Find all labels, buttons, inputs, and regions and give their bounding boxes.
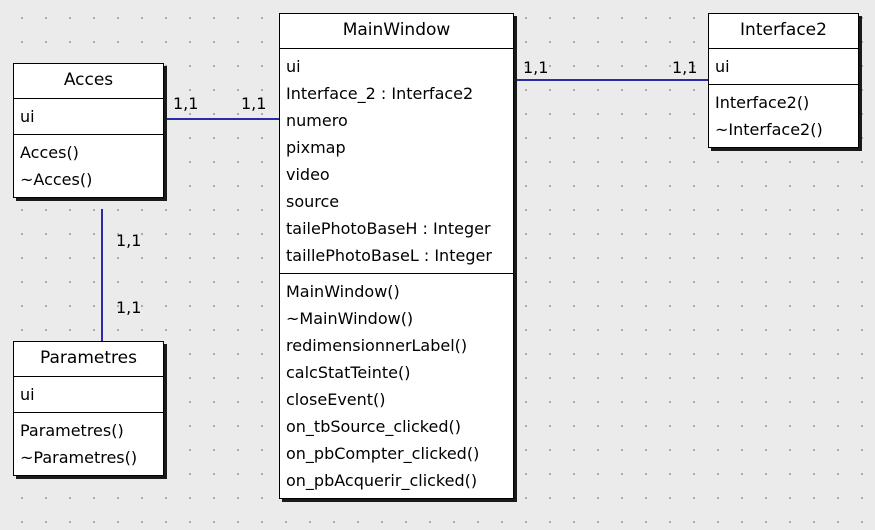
class-mainwindow-name: MainWindow — [280, 14, 513, 49]
class-interface2-attributes: ui — [709, 49, 858, 84]
class-acces-name: Acces — [14, 64, 163, 99]
multiplicity-mainwindow-interface2-near-interface2: 1,1 — [672, 58, 698, 77]
class-mainwindow[interactable]: MainWindow ui Interface_2 : Interface2 n… — [279, 13, 514, 499]
multiplicity-acces-mainwindow-near-mainwindow: 1,1 — [241, 94, 267, 113]
attribute: source — [286, 192, 340, 211]
class-parametres[interactable]: Parametres ui Parametres() ~Parametres() — [13, 341, 164, 476]
attribute: ui — [286, 57, 301, 76]
method: Interface2() — [715, 93, 810, 112]
attribute: Interface_2 : Interface2 — [286, 84, 474, 103]
multiplicity-mainwindow-interface2-near-mainwindow: 1,1 — [523, 58, 549, 77]
method: Parametres() — [20, 421, 124, 440]
multiplicity-acces-parametres-near-acces: 1,1 — [116, 231, 142, 250]
attribute: tailePhotoBaseH : Integer — [286, 219, 491, 238]
class-parametres-name: Parametres — [14, 342, 163, 377]
class-acces[interactable]: Acces ui Acces() ~Acces() — [13, 63, 164, 198]
attribute: pixmap — [286, 138, 346, 157]
class-mainwindow-methods: MainWindow() ~MainWindow() redimensionne… — [280, 273, 513, 498]
method: MainWindow() — [286, 282, 400, 301]
multiplicity-acces-mainwindow-near-acces: 1,1 — [173, 94, 199, 113]
method: ~Acces() — [20, 170, 93, 189]
class-parametres-attributes: ui — [14, 377, 163, 412]
multiplicity-acces-parametres-near-parametres: 1,1 — [116, 298, 142, 317]
method: closeEvent() — [286, 390, 386, 409]
method: calcStatTeinte() — [286, 363, 411, 382]
method: ~Interface2() — [715, 120, 823, 139]
method: ~Parametres() — [20, 448, 138, 467]
attribute: ui — [20, 107, 35, 126]
attribute: ui — [715, 57, 730, 76]
class-interface2-methods: Interface2() ~Interface2() — [709, 84, 858, 147]
class-parametres-methods: Parametres() ~Parametres() — [14, 412, 163, 475]
class-interface2[interactable]: Interface2 ui Interface2() ~Interface2() — [708, 13, 859, 148]
attribute: taillePhotoBaseL : Integer — [286, 246, 492, 265]
class-acces-attributes: ui — [14, 99, 163, 134]
method: ~MainWindow() — [286, 309, 414, 328]
method: on_pbAcquerir_clicked() — [286, 471, 478, 490]
method: on_pbCompter_clicked() — [286, 444, 480, 463]
method: on_tbSource_clicked() — [286, 417, 461, 436]
method: redimensionnerLabel() — [286, 336, 468, 355]
attribute: numero — [286, 111, 348, 130]
class-acces-methods: Acces() ~Acces() — [14, 134, 163, 197]
class-mainwindow-attributes: ui Interface_2 : Interface2 numero pixma… — [280, 49, 513, 273]
method: Acces() — [20, 143, 79, 162]
class-interface2-name: Interface2 — [709, 14, 858, 49]
attribute: ui — [20, 385, 35, 404]
attribute: video — [286, 165, 330, 184]
